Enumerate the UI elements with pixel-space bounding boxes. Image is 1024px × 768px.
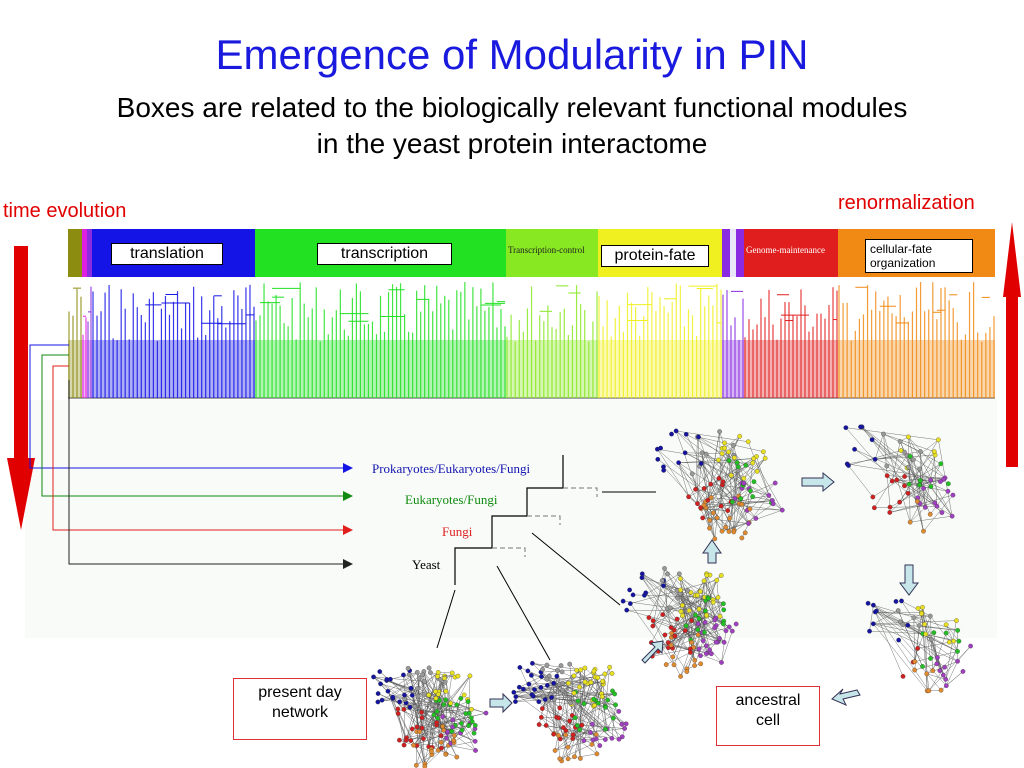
connector-lines [436, 491, 656, 661]
block-arrows [489, 471, 919, 714]
phylo-tree [454, 455, 564, 585]
yeast-arrow [68, 380, 353, 569]
cellular-fate-line-2: organization [870, 256, 936, 270]
present-day-line-1: present day [258, 684, 342, 701]
subtitle: Boxes are related to the biologically re… [0, 90, 1024, 162]
page-title: Emergence of Modularity in PIN [215, 31, 809, 78]
ancestral-line-1: ancestral [735, 692, 801, 709]
phylo-yeast: Yeast [412, 557, 441, 572]
module-purple-2 [722, 229, 730, 277]
subtitle-line-2: in the yeast protein interactome [316, 128, 708, 159]
phylo-prokaryotes: Prokaryotes/Eukaryotes/Fungi [372, 461, 531, 476]
phylogeny-panel [25, 400, 997, 638]
prokaryotes-arrow [29, 344, 353, 473]
module-magenta [82, 229, 87, 277]
present-day-line-2: network [271, 704, 329, 721]
phylo-fungi: Fungi [442, 524, 473, 539]
module-purple-3 [736, 229, 744, 277]
protein-fate-box: protein-fate [601, 245, 709, 267]
genome-maintenance-label: Genome-maintenance [746, 245, 825, 255]
renormalization-label: renormalization [838, 192, 975, 214]
time-evolution-arrow [7, 246, 35, 530]
present-day-box: present day network [233, 678, 367, 740]
ancestral-cell-box: ancestral cell [716, 686, 820, 746]
transcription-control-label: Transcription-control [508, 245, 585, 255]
phylo-eukaryotes: Eukaryotes/Fungi [405, 492, 498, 507]
networks [371, 424, 973, 768]
dendrogram [68, 282, 995, 399]
renormalization-arrow [1003, 222, 1021, 467]
subtitle-line-1: Boxes are related to the biologically re… [116, 92, 908, 123]
cellular-fate-line-1: cellular-fate [870, 242, 933, 256]
module-purple [87, 229, 92, 277]
cellular-fate-box: cellular-fate organization [865, 239, 973, 273]
eukaryotes-arrow [41, 354, 353, 501]
module-olive [68, 229, 82, 277]
phylo-dashed [492, 487, 598, 557]
translation-box: translation [111, 243, 223, 265]
time-evolution-label: time evolution [3, 200, 127, 222]
ancestral-line-2: cell [755, 712, 780, 729]
module-genome-maintenance [744, 229, 838, 277]
module-light [730, 229, 736, 277]
fungi-arrow [52, 365, 353, 535]
module-transcription-control [506, 229, 598, 277]
transcription-box: transcription [317, 243, 452, 265]
